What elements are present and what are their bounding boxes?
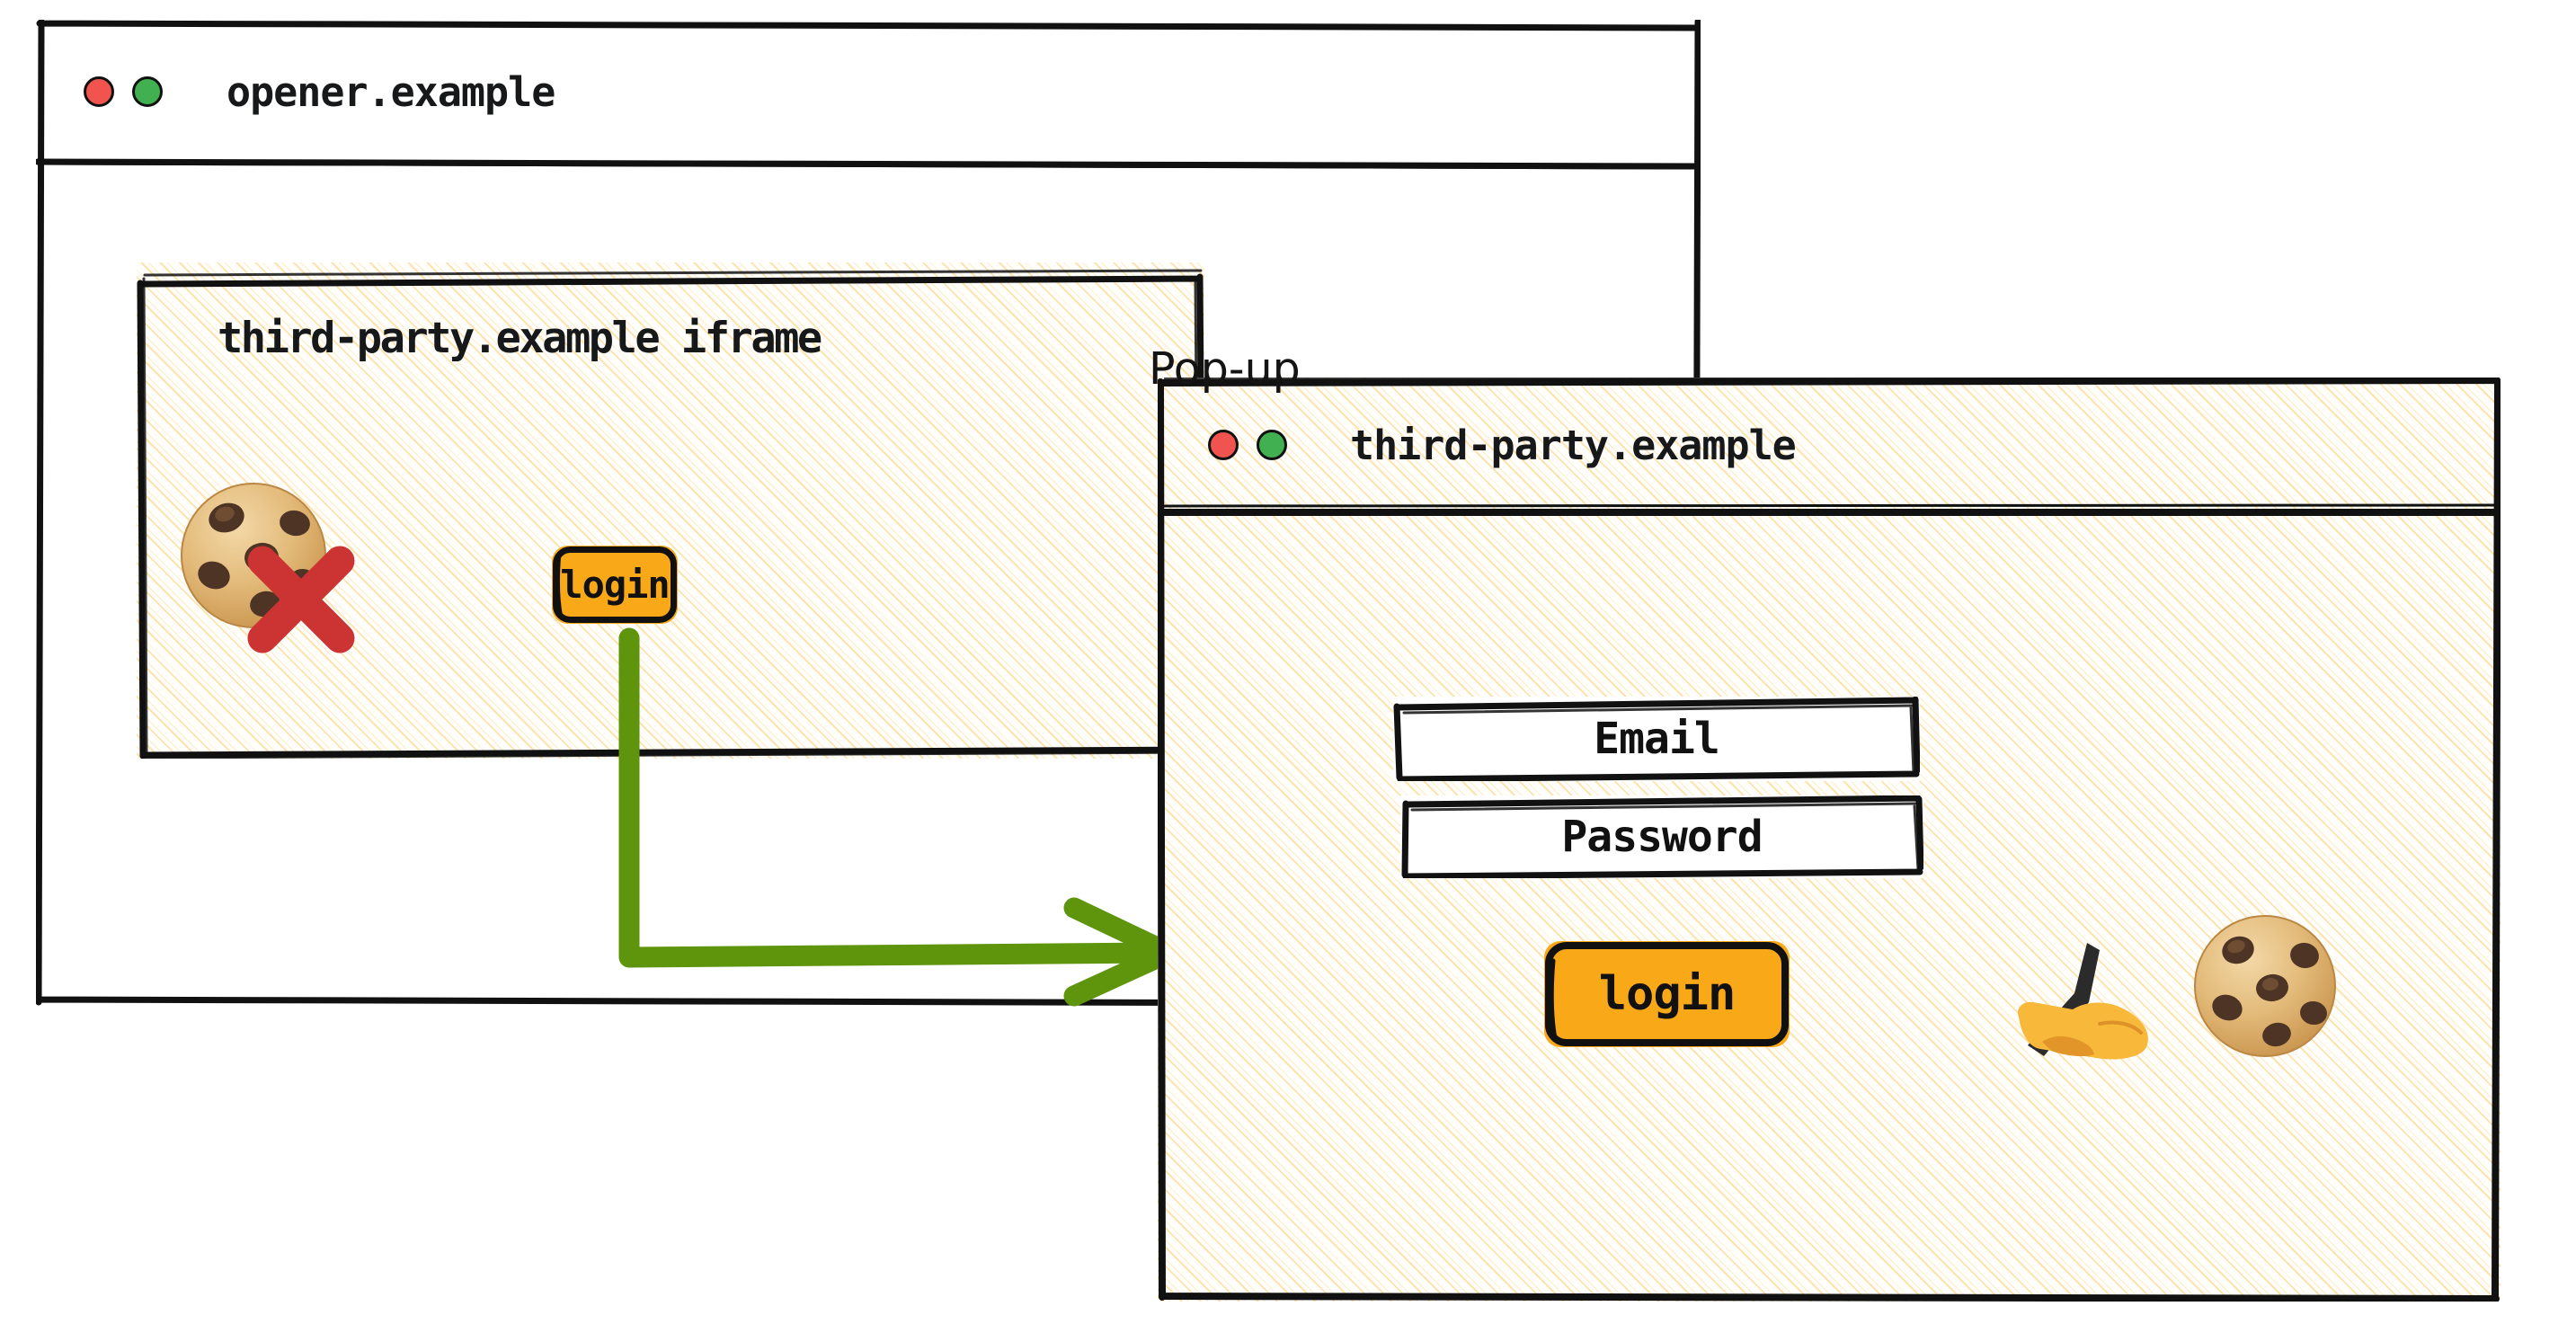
popup-caption-label: Pop-up	[1149, 343, 1301, 395]
password-field[interactable]: Password	[1400, 795, 1923, 878]
popup-window: third-party.example Email Password login	[1158, 378, 2500, 1302]
popup-titlebar: third-party.example	[1158, 378, 2500, 512]
maximize-dot[interactable]	[132, 76, 163, 107]
iframe-login-button[interactable]: login	[552, 546, 678, 624]
password-field-label: Password	[1561, 812, 1763, 862]
popup-window-title: third-party.example	[1350, 421, 1797, 469]
opener-titlebar: opener.example	[36, 20, 1701, 164]
popup-login-button[interactable]: login	[1544, 941, 1790, 1047]
email-field-label: Email	[1594, 714, 1719, 764]
cookie-icon	[2194, 915, 2336, 1057]
opener-traffic-lights	[84, 76, 163, 107]
opener-window-title: opener.example	[227, 67, 555, 116]
iframe-login-button-label: login	[560, 563, 670, 607]
close-dot[interactable]	[84, 76, 114, 107]
email-field[interactable]: Email	[1393, 697, 1920, 781]
popup-login-button-label: login	[1598, 967, 1737, 1021]
close-dot[interactable]	[1208, 430, 1239, 460]
iframe-title: third-party.example iframe	[218, 314, 822, 363]
third-party-iframe: third-party.example iframe	[137, 262, 1204, 759]
popup-traffic-lights	[1208, 430, 1287, 460]
writing-hand-icon	[2017, 943, 2148, 1060]
red-cross-icon	[247, 546, 355, 653]
maximize-dot[interactable]	[1257, 430, 1287, 460]
